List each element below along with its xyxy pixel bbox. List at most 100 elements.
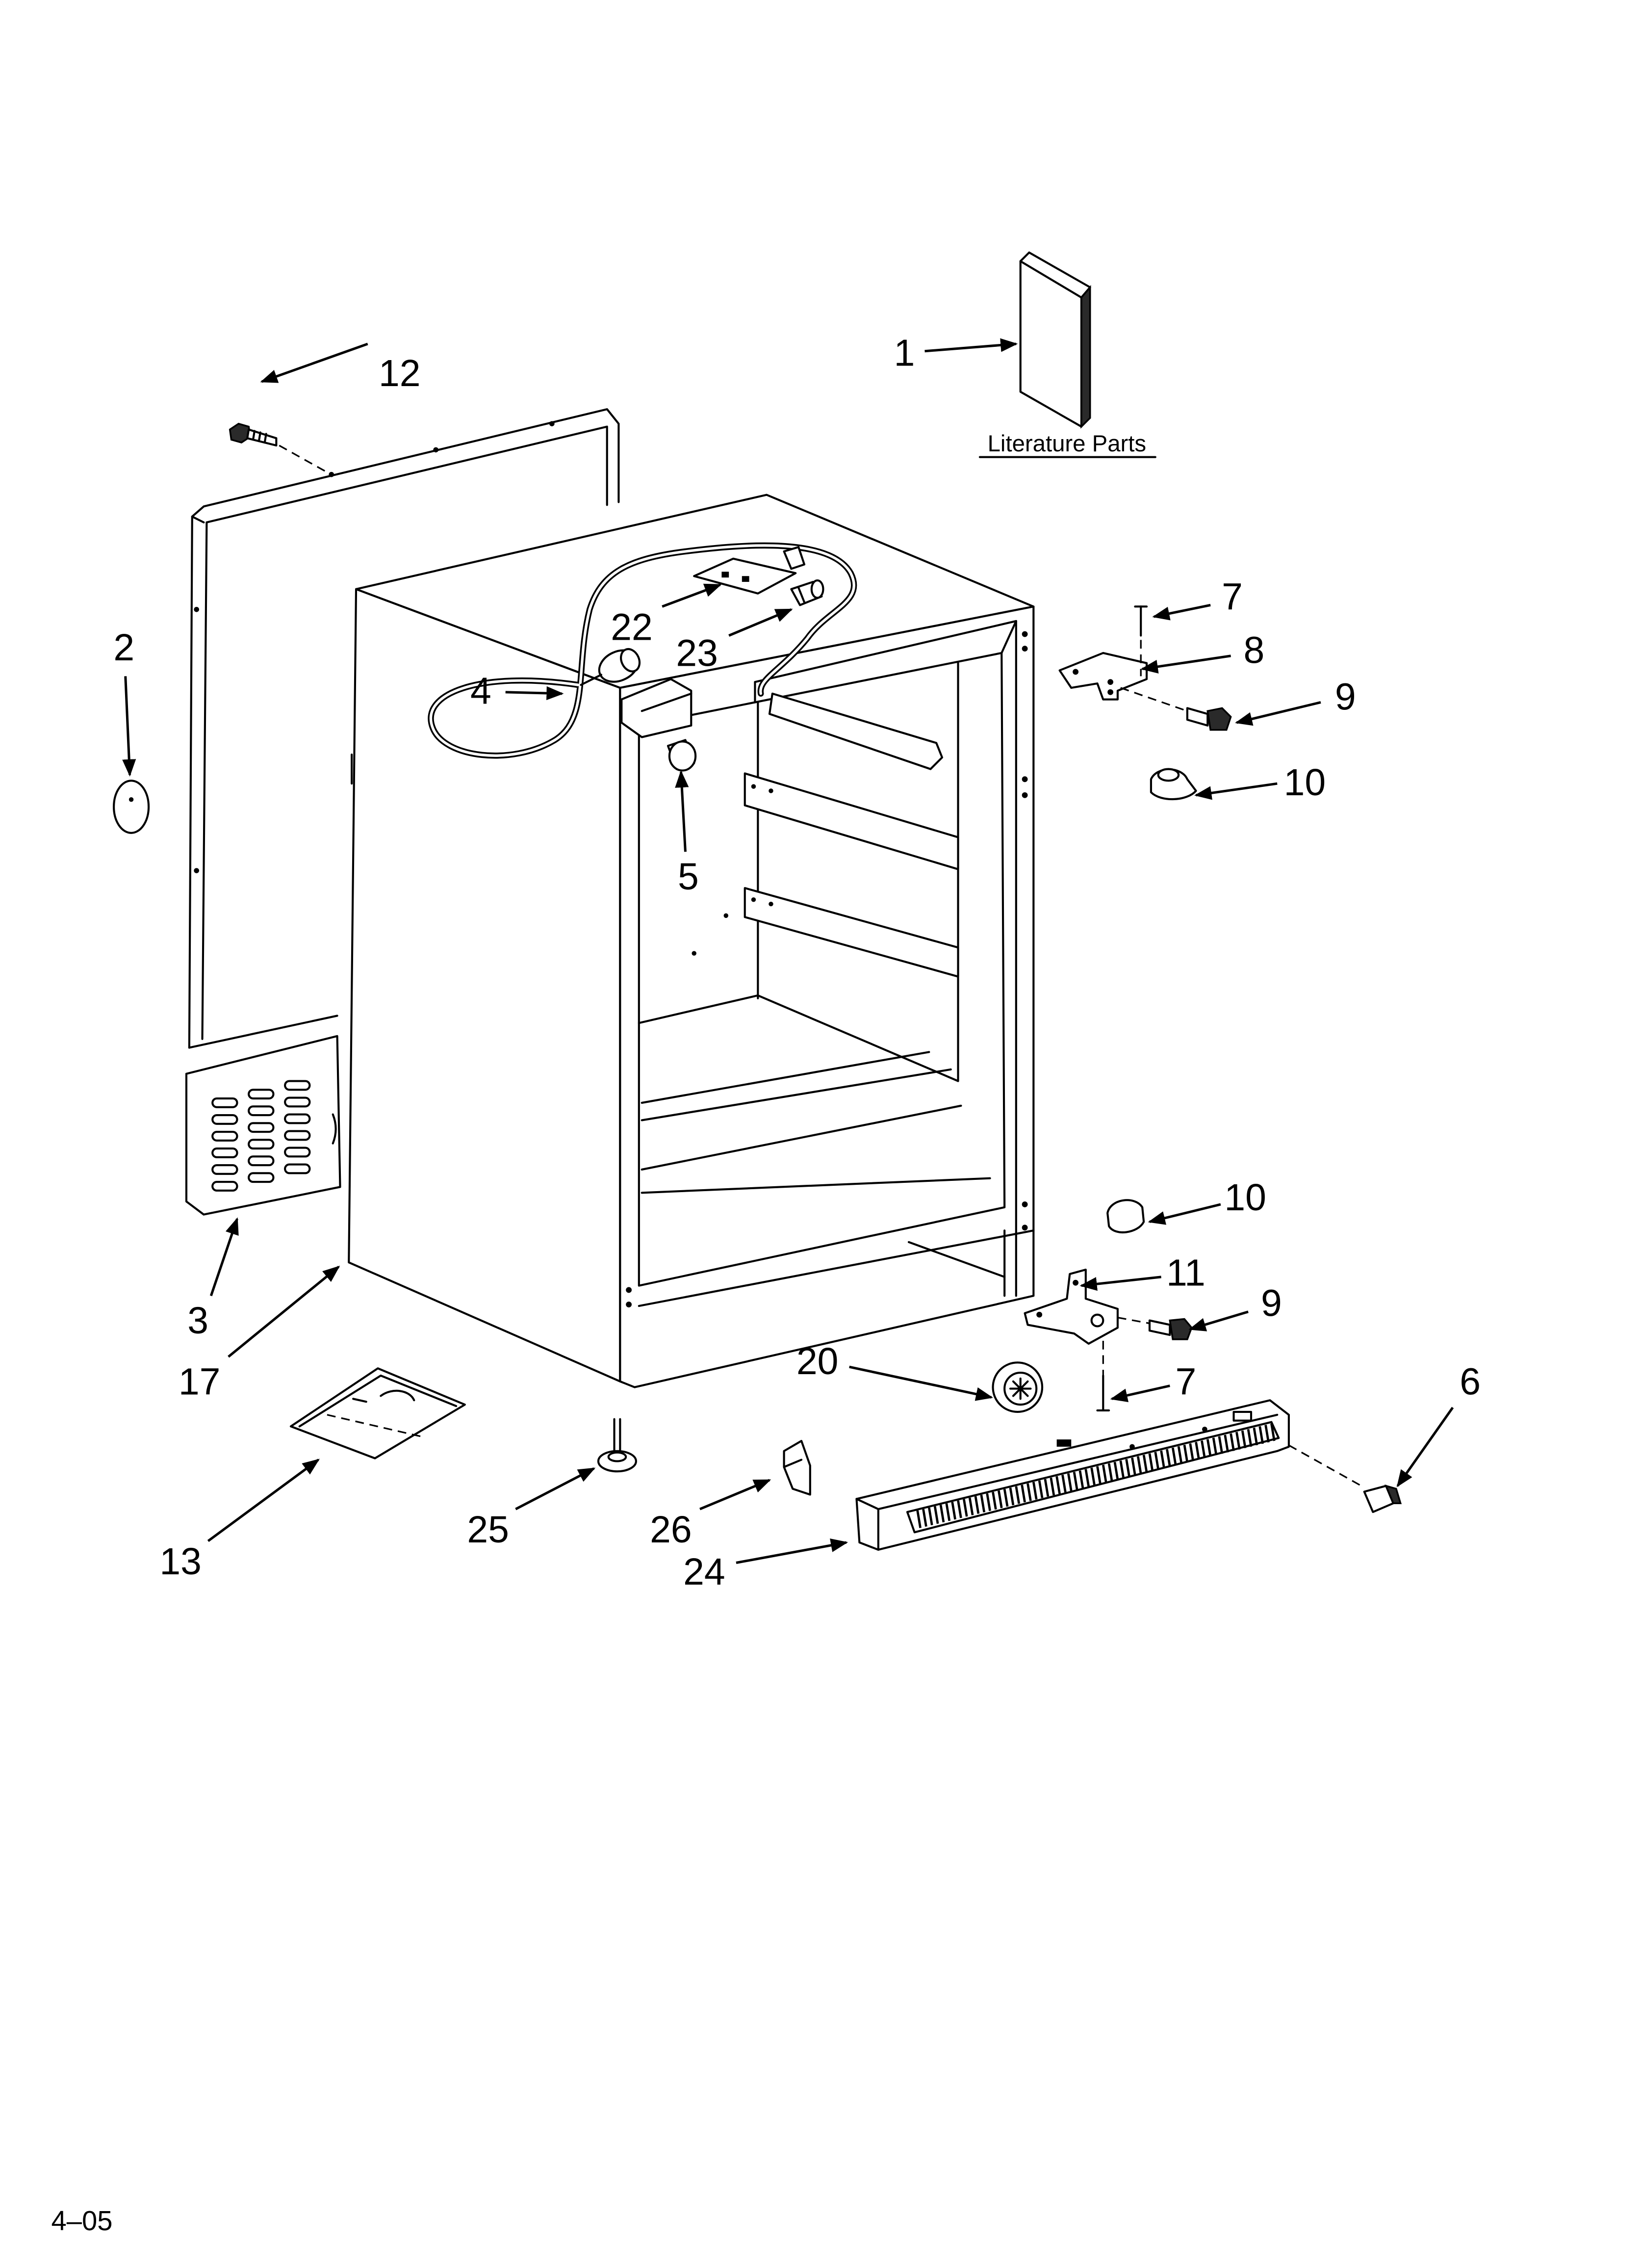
vent-slot [211, 1181, 238, 1192]
vent-slot [248, 1089, 275, 1100]
callout-label-13: 13 [159, 1540, 202, 1583]
callout-arrow-11 [1079, 1276, 1161, 1291]
grille-rib [1212, 1437, 1218, 1456]
grille-rib [1078, 1470, 1084, 1488]
grille-rib [1270, 1423, 1276, 1441]
drain-pan [289, 1367, 466, 1460]
callout-arrow-1 [924, 338, 1018, 353]
grille-rib [1026, 1483, 1032, 1501]
callout-label-22: 22 [611, 606, 653, 648]
bottom-hinge-assembly [1024, 1199, 1193, 1412]
grille-rib [1055, 1476, 1061, 1494]
grille-rib [1061, 1474, 1067, 1493]
toe-grille [855, 1399, 1290, 1551]
callout-arrow-4 [505, 686, 564, 701]
grille-rib [1102, 1464, 1107, 1483]
grille-rib [1235, 1432, 1241, 1450]
mounting-bracket [783, 1439, 811, 1496]
callout-label-9-bottom: 9 [1261, 1282, 1282, 1325]
vent-slot [284, 1080, 311, 1091]
grille-rib [963, 1499, 968, 1517]
grille-rib [1021, 1485, 1026, 1503]
vent-slot [211, 1130, 238, 1142]
grille-rib [1050, 1477, 1055, 1496]
light-socket [580, 648, 641, 686]
callout-arrow-25 [515, 1467, 596, 1511]
lower-rear-access-panel [185, 1035, 341, 1216]
grille-rib [1189, 1443, 1195, 1461]
callout-label-25: 25 [467, 1509, 509, 1551]
callout-arrow-7-top [1152, 603, 1211, 621]
literature-parts-label: Literature Parts [988, 431, 1146, 457]
callout-labels: 1 12 2 22 23 4 5 7 8 9 10 3 17 10 11 9 7… [113, 332, 1481, 1593]
callout-arrow-20 [849, 1365, 993, 1401]
callout-arrow-7-bottom [1110, 1384, 1170, 1403]
callout-label-10-top: 10 [1284, 761, 1326, 804]
back-panel [188, 408, 620, 1049]
vent-slot [211, 1114, 238, 1125]
callout-arrow-13 [207, 1459, 320, 1542]
callout-arrow-2 [122, 676, 136, 777]
vent-grid [211, 1080, 311, 1192]
plug-button [113, 780, 150, 834]
grille-rib [1264, 1425, 1270, 1443]
vent-slot [284, 1096, 311, 1108]
grille-rib [992, 1491, 997, 1510]
grille-ribs [916, 1423, 1276, 1528]
callout-arrow-5 [675, 770, 689, 852]
callout-label-3: 3 [187, 1300, 208, 1342]
callout-arrow-17 [228, 1265, 340, 1358]
grille-rib [1201, 1440, 1206, 1459]
grille-rib [1247, 1429, 1253, 1447]
grille-rib [1067, 1473, 1073, 1491]
callout-label-2: 2 [113, 626, 134, 669]
vent-slot [248, 1155, 275, 1167]
grille-rib [922, 1509, 927, 1527]
wire-harness [428, 542, 857, 759]
callout-label-4: 4 [470, 670, 491, 712]
vent-slot [248, 1122, 275, 1133]
callout-label-10-bottom: 10 [1224, 1176, 1266, 1219]
grille-rib [933, 1506, 939, 1524]
callout-arrow-8 [1140, 654, 1231, 674]
callout-label-24: 24 [683, 1551, 725, 1593]
grille-rib [1096, 1466, 1102, 1484]
grille-rib [957, 1500, 962, 1518]
grille-rib [974, 1496, 980, 1514]
callout-label-7-top: 7 [1222, 575, 1243, 618]
grille-rib [1107, 1463, 1113, 1481]
vent-slot [248, 1105, 275, 1117]
grille-rib [980, 1494, 986, 1512]
light-switch-button [667, 739, 697, 772]
grille-rib [951, 1502, 956, 1520]
vent-slot [284, 1163, 311, 1174]
grille-rib [1230, 1433, 1235, 1451]
grille-rib [1160, 1450, 1165, 1468]
page-code: 4–05 [51, 2205, 113, 2236]
grille-rib [1003, 1489, 1009, 1507]
callout-label-1: 1 [894, 332, 915, 374]
grille-rib [1015, 1486, 1021, 1504]
grille-clip [1288, 1444, 1402, 1513]
grille-rib [1166, 1449, 1171, 1467]
callout-arrow-6 [1396, 1407, 1454, 1487]
vent-slot [284, 1130, 311, 1141]
callout-label-7-bottom: 7 [1175, 1360, 1196, 1403]
callout-arrow-26 [699, 1479, 771, 1511]
vent-slot [284, 1113, 311, 1124]
callout-arrow-10-bottom [1148, 1203, 1221, 1225]
callout-arrow-22 [662, 583, 722, 608]
grille-rib [928, 1507, 933, 1526]
grille-rib [1119, 1460, 1125, 1479]
grille-rib [1038, 1480, 1044, 1498]
callout-arrow-9-bottom [1188, 1310, 1249, 1331]
grille-rib [1136, 1456, 1142, 1474]
back-panel-screw [229, 422, 329, 474]
callout-label-17: 17 [179, 1360, 221, 1403]
grille-rib [1113, 1461, 1119, 1480]
grille-rib [1171, 1447, 1177, 1465]
wheel-roller [992, 1361, 1044, 1413]
leveling-leg [597, 1418, 637, 1473]
grille-rib [1044, 1479, 1050, 1497]
callout-label-8: 8 [1244, 629, 1265, 672]
